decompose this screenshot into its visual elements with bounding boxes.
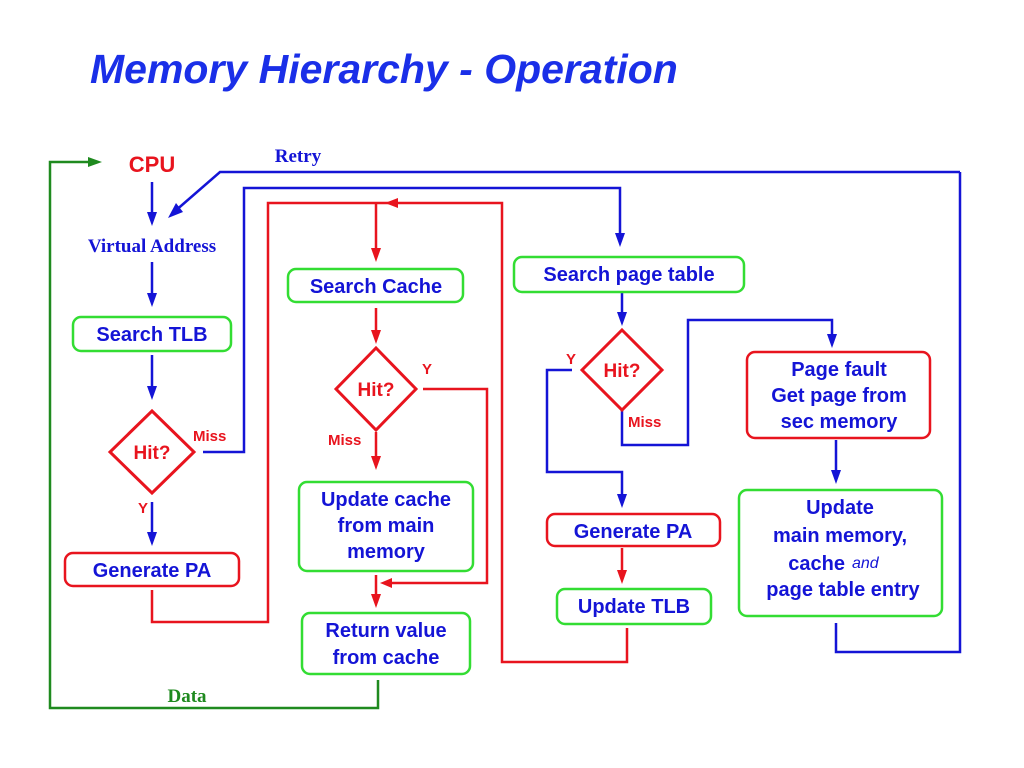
cpu-label: CPU: [129, 152, 175, 177]
cache-miss-label: Miss: [328, 432, 361, 449]
update-cache-node: Update cache from main memory: [297, 480, 475, 573]
svg-text:Search TLB: Search TLB: [96, 324, 207, 346]
svg-text:sec memory: sec memory: [781, 411, 899, 433]
svg-text:Generate PA: Generate PA: [93, 560, 212, 582]
svg-text:Hit?: Hit?: [358, 380, 395, 401]
svg-text:Hit?: Hit?: [134, 443, 171, 464]
generate-pa-left-node: Generate PA: [63, 551, 241, 588]
svg-text:Update cache: Update cache: [321, 489, 451, 511]
search-cache-node: Search Cache: [286, 267, 465, 304]
page-title: Memory Hierarchy - Operation: [90, 46, 678, 92]
cache-paths: [150, 198, 629, 664]
svg-text:Get page from: Get page from: [771, 385, 907, 407]
tlb-path-arrows: [147, 182, 157, 546]
arrowhead-icon: [88, 157, 102, 167]
svg-text:page table entry: page table entry: [766, 579, 920, 601]
tlb-yes-label: Y: [138, 500, 148, 517]
update-tlb-node: Update TLB: [555, 587, 713, 626]
return-value-node: Return value from cache: [300, 611, 472, 676]
cache-yes-label: Y: [422, 361, 432, 378]
tlb-miss-label: Miss: [193, 428, 226, 445]
search-tlb-node: Search TLB: [71, 315, 233, 353]
svg-text:Generate PA: Generate PA: [574, 521, 693, 543]
svg-text:from main: from main: [338, 515, 435, 537]
page-table-miss-label: Miss: [628, 414, 661, 431]
svg-text:main memory,: main memory,: [773, 525, 907, 547]
conjunction-and: and: [852, 555, 880, 572]
retry-path: [168, 170, 962, 654]
virtual-address-label: Virtual Address: [88, 236, 216, 257]
generate-pa-right-node: Generate PA: [545, 512, 722, 548]
search-page-table-node: Search page table: [512, 255, 746, 294]
svg-text:cache: cache: [788, 553, 845, 575]
svg-text:memory: memory: [347, 541, 426, 563]
page-table-hit-decision: Hit?: [579, 327, 665, 413]
svg-text:Page fault: Page fault: [791, 359, 887, 381]
data-label: Data: [167, 686, 207, 707]
retry-label: Retry: [275, 146, 322, 167]
tlb-miss-path: [203, 186, 625, 454]
svg-text:from cache: from cache: [333, 647, 440, 669]
cache-hit-decision: Hit?: [333, 345, 419, 433]
svg-text:Hit?: Hit?: [604, 361, 641, 382]
svg-text:Update: Update: [806, 497, 874, 519]
page-table-paths: [545, 293, 841, 508]
data-return-path: [48, 157, 380, 710]
svg-text:Update TLB: Update TLB: [578, 596, 690, 618]
page-table-yes-label: Y: [566, 351, 576, 368]
update-all-node: Update main memory, cache and page table…: [737, 488, 944, 618]
page-fault-node: Page fault Get page from sec memory: [745, 350, 932, 440]
svg-text:Search Cache: Search Cache: [310, 276, 442, 298]
tlb-hit-decision: Hit?: [107, 408, 197, 496]
svg-text:Return value: Return value: [325, 620, 446, 642]
svg-text:Search page table: Search page table: [543, 264, 714, 286]
